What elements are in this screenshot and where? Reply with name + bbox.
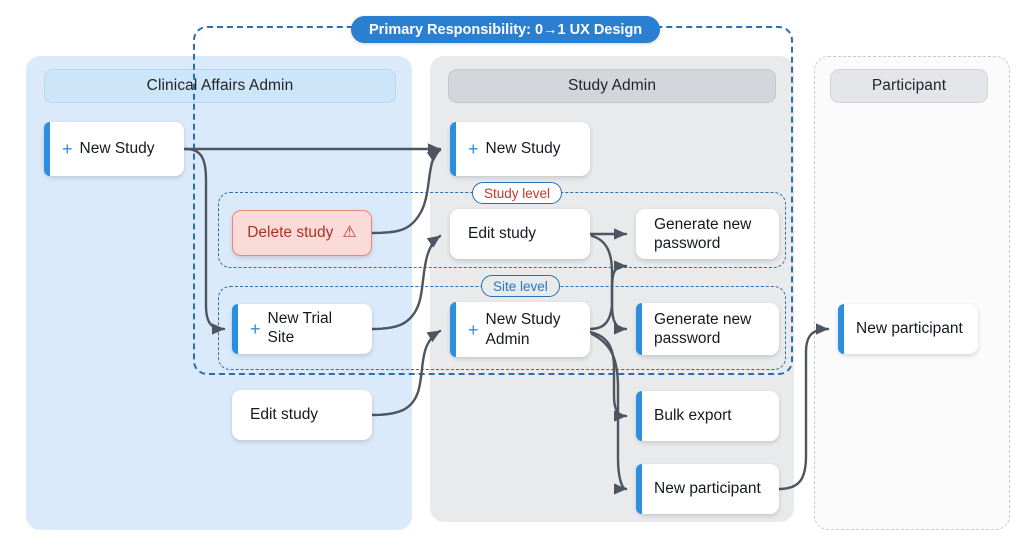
- plus-icon: +: [62, 139, 73, 159]
- card-label-line2: password: [654, 235, 721, 252]
- card-new-study-admin[interactable]: + New Study Admin: [450, 302, 590, 357]
- card-bulk-export[interactable]: Bulk export: [636, 391, 779, 441]
- plus-icon: +: [468, 139, 479, 159]
- region-label-study-level: Study level: [472, 182, 563, 204]
- plus-icon: +: [468, 319, 479, 340]
- card-sa-new-participant[interactable]: New participant: [636, 464, 779, 514]
- card-ca-edit-study[interactable]: Edit study: [232, 390, 372, 440]
- card-label: Bulk export: [654, 406, 732, 424]
- lane-header-clinical-affairs-admin: Clinical Affairs Admin: [44, 69, 396, 103]
- region-label-site-level: Site level: [481, 275, 560, 297]
- card-label: Delete study: [247, 223, 334, 241]
- card-label-line1: Generate new: [654, 310, 752, 328]
- card-label: New participant: [654, 479, 761, 497]
- plus-icon: +: [250, 319, 261, 339]
- card-label: New Study: [79, 139, 155, 157]
- card-sa-edit-study[interactable]: Edit study: [450, 209, 590, 259]
- card-generate-new-password-site-level[interactable]: Generate new password: [636, 303, 779, 355]
- primary-responsibility-title: Primary Responsibility: 0→1 UX Design: [351, 16, 661, 43]
- card-label: New Trial Site: [267, 310, 333, 346]
- card-generate-new-password-study-level[interactable]: Generate new password: [636, 209, 779, 259]
- card-ca-new-study[interactable]: + New Study: [44, 122, 184, 176]
- card-delete-study[interactable]: Delete study ⚠: [232, 210, 372, 256]
- card-label-line1: Generate new: [654, 215, 752, 233]
- lane-header-study-admin: Study Admin: [448, 69, 776, 103]
- lane-participant: [814, 56, 1010, 530]
- card-participant-new-participant[interactable]: New participant: [838, 304, 978, 354]
- card-label: New participant: [856, 319, 963, 337]
- lane-header-participant: Participant: [830, 69, 988, 103]
- card-new-trial-site[interactable]: + New Trial Site: [232, 304, 372, 354]
- card-label: Edit study: [468, 224, 537, 242]
- card-sa-new-study[interactable]: + New Study: [450, 122, 590, 176]
- warning-icon: ⚠: [342, 224, 357, 241]
- card-label-line1: New Study: [485, 311, 561, 329]
- card-label-line2: Admin: [485, 330, 530, 348]
- card-label-line2: password: [654, 330, 721, 347]
- card-label: Edit study: [250, 405, 319, 423]
- card-label: New Study: [485, 139, 561, 157]
